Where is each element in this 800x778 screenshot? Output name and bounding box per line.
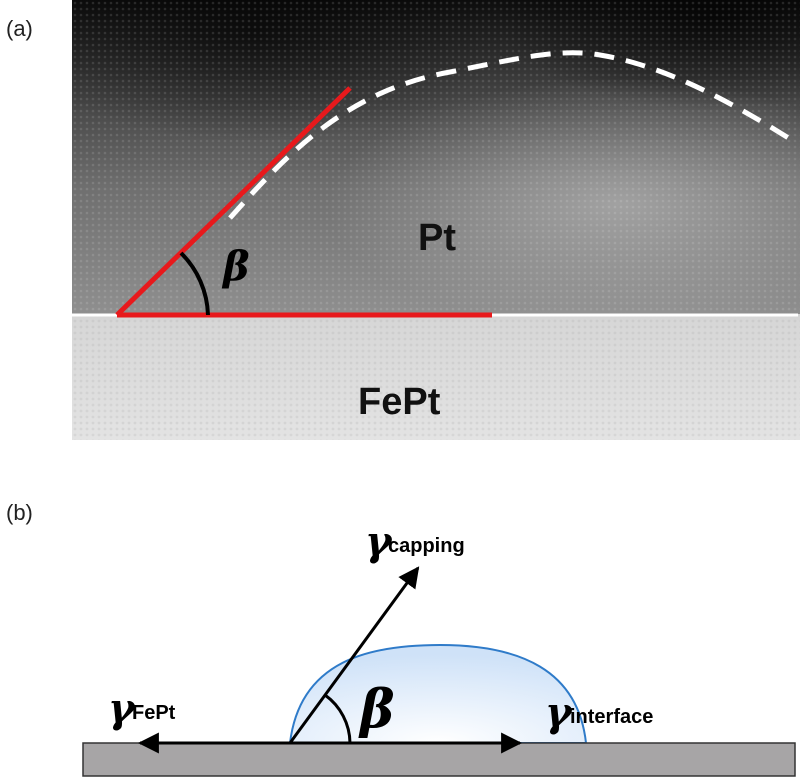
fept-subscript: FePt bbox=[132, 702, 176, 724]
panel-a-label: (a) bbox=[6, 16, 33, 41]
substrate bbox=[82, 742, 796, 777]
fept-label: FePt bbox=[358, 381, 441, 423]
particle-profile bbox=[228, 50, 797, 220]
beta-symbol-a: β bbox=[221, 243, 250, 290]
tangent-line bbox=[115, 86, 352, 317]
lattice-top bbox=[72, 0, 800, 314]
capping-subscript: capping bbox=[388, 535, 465, 557]
angle-arc-a bbox=[179, 251, 210, 316]
droplet bbox=[288, 643, 588, 744]
interface-subscript: interface bbox=[570, 706, 653, 728]
angle-arc-b bbox=[324, 693, 352, 744]
pt-label: Pt bbox=[418, 217, 456, 259]
micrograph: β Pt FePt bbox=[72, 0, 800, 440]
schematic: β γ capping γ FePt γ interface bbox=[82, 518, 796, 777]
gamma-capping-symbol: γ bbox=[365, 518, 393, 565]
lattice-bottom bbox=[72, 314, 800, 440]
capping-arrow bbox=[288, 566, 420, 744]
gamma-interface-symbol: γ bbox=[545, 689, 573, 736]
panel-b-label: (b) bbox=[6, 500, 33, 525]
gamma-fept-symbol: γ bbox=[108, 685, 136, 732]
beta-symbol-b: β bbox=[358, 679, 395, 740]
